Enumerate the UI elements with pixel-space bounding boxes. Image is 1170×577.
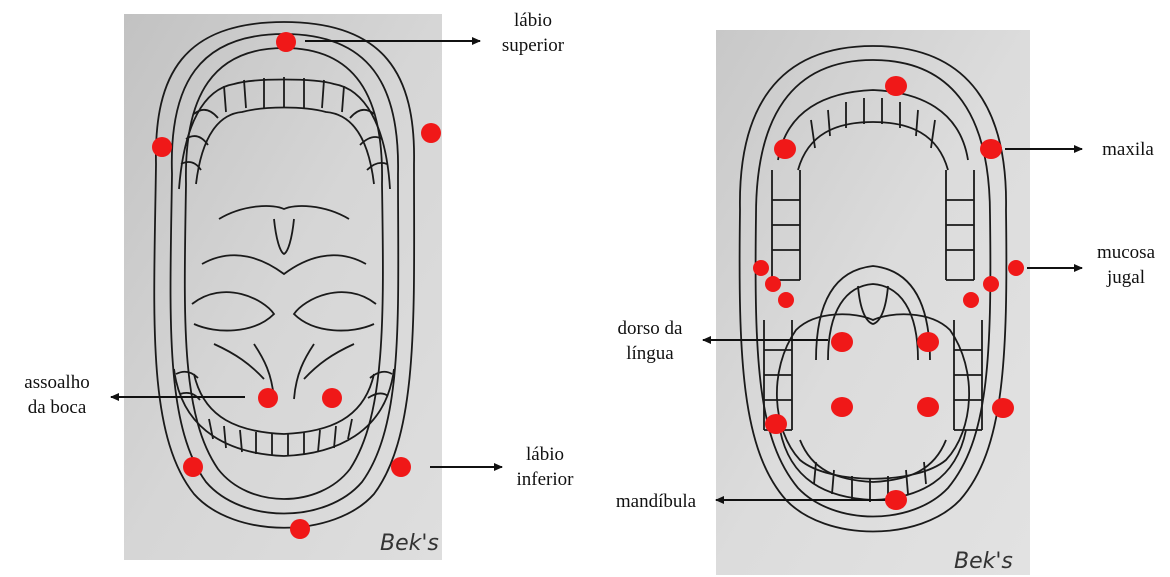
front-view-illustration: Bek's bbox=[124, 14, 442, 560]
label-dorso-da-lingua: dorso da língua bbox=[600, 316, 700, 366]
label-line: lábio bbox=[505, 442, 585, 467]
label-line: lábio bbox=[488, 8, 578, 33]
label-line: língua bbox=[600, 341, 700, 366]
label-line: mandíbula bbox=[616, 491, 696, 512]
label-line: da boca bbox=[2, 395, 112, 420]
label-mandibula: mandíbula bbox=[600, 489, 712, 514]
label-labio-superior: lábio superior bbox=[488, 8, 578, 58]
label-mucosa-jugal: mucosa jugal bbox=[1084, 240, 1168, 290]
label-line: inferior bbox=[505, 467, 585, 492]
label-labio-inferior: lábio inferior bbox=[505, 442, 585, 492]
label-line: dorso da bbox=[600, 316, 700, 341]
label-assoalho-da-boca: assoalho da boca bbox=[2, 370, 112, 420]
mouth-drawing-tongue-view: Bek's bbox=[716, 30, 1030, 575]
signature-left: Bek's bbox=[380, 531, 439, 556]
signature-right: Bek's bbox=[954, 549, 1013, 574]
mouth-drawing-front-view: Bek's bbox=[124, 14, 442, 560]
label-line: jugal bbox=[1084, 265, 1168, 290]
tongue-view-illustration: Bek's bbox=[716, 30, 1030, 575]
label-line: maxila bbox=[1102, 139, 1154, 160]
label-line: superior bbox=[488, 33, 578, 58]
label-line: assoalho bbox=[2, 370, 112, 395]
label-maxila: maxila bbox=[1088, 137, 1168, 162]
label-line: mucosa bbox=[1084, 240, 1168, 265]
